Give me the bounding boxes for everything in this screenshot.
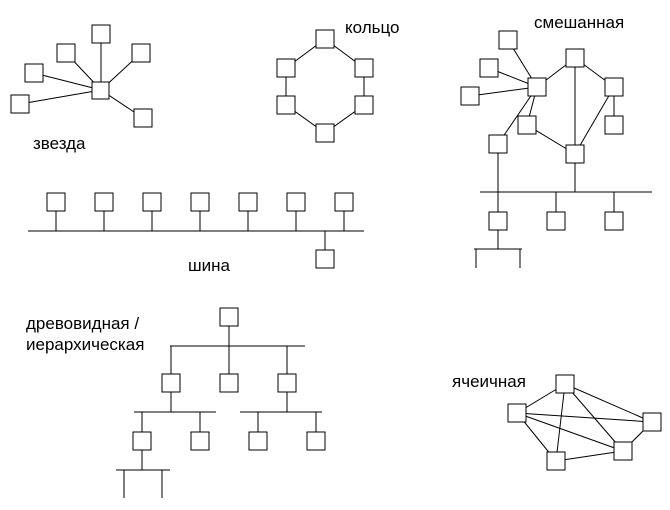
label-bus: шина [188,256,231,275]
tree-topology [116,307,326,498]
label-tree-line1: древовидная / [26,314,139,333]
mixed-node [479,58,499,78]
label-mixed: смешанная [534,13,624,32]
mesh-node [507,403,527,423]
bus-node [315,249,335,269]
label-mesh: ячеичная [452,372,526,391]
label-star: звезда [33,134,86,153]
bus-node [142,192,162,212]
ring-topology [276,29,374,143]
tree-node [277,373,297,393]
star-node [10,94,30,114]
mixed-node [517,115,537,135]
label-tree-line2: иерархическая [26,335,144,354]
tree-node [190,431,210,451]
mixed-node [565,48,585,68]
ring-node [315,123,335,143]
mixed-node [488,211,508,231]
bus-node [190,192,210,212]
mixed-node [488,134,508,154]
bus-topology [28,192,364,269]
star-node [133,108,153,128]
mixed-node [604,211,624,231]
mixed-node [604,77,624,97]
mesh-node [546,451,566,471]
tree-node [306,431,326,451]
mixed-node [546,211,566,231]
star-node [56,43,76,63]
tree-node [161,373,181,393]
star-node [91,24,111,44]
mixed-node [604,115,624,135]
ring-node [276,95,296,115]
mixed-node [498,30,518,50]
tree-node [219,373,239,393]
mixed-topology [460,30,652,268]
star-node [24,63,44,83]
mesh-topology [507,374,662,471]
tree-node [132,431,152,451]
label-ring: кольцо [345,18,400,37]
star-hub [91,81,110,100]
star-node [131,43,151,63]
ring-node [276,58,296,78]
mesh-node [642,412,662,432]
mixed-node [527,77,547,97]
mixed-node [565,144,585,164]
ring-node [354,95,374,115]
tree-node [219,307,239,327]
mesh-node [613,441,633,461]
bus-node [238,192,258,212]
ring-node [354,58,374,78]
star-topology [10,24,153,128]
bus-node [94,192,114,212]
bus-node [334,192,354,212]
mixed-node [460,86,480,106]
tree-node [248,431,268,451]
bus-node [46,192,66,212]
bus-node [286,192,306,212]
mesh-node [555,374,575,394]
ring-node [315,29,335,49]
